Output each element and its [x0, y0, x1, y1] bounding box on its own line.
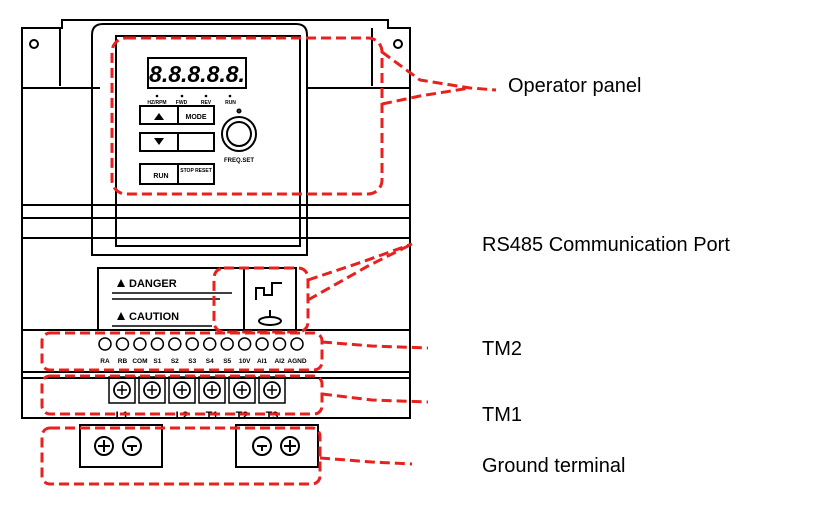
operator-panel-callout-box — [110, 36, 384, 196]
tm1-terminal-housing — [108, 376, 136, 404]
tm2-leader — [321, 340, 429, 350]
tm1-screw-icon[interactable] — [113, 381, 131, 399]
tm1-terminal-label: T1 — [206, 410, 219, 422]
tm2-terminal-label: S3 — [188, 358, 196, 365]
tm2-terminal-screw-icon[interactable] — [168, 337, 182, 351]
tm2-terminal-screw-icon[interactable] — [272, 337, 287, 351]
mode-key-label: MODE — [186, 114, 207, 121]
tm1-label: TM1 — [482, 404, 522, 426]
tm2-terminal-screw-icon[interactable] — [255, 337, 269, 351]
run-key-label: RUN — [153, 173, 168, 180]
ground-terminal-label: Ground terminal — [482, 455, 626, 477]
tm1-terminal-housing — [168, 376, 196, 404]
tm2-terminal-label: S4 — [206, 358, 214, 365]
mount-hole-icon — [393, 39, 403, 49]
tm2-terminal-label: 10V — [239, 358, 251, 365]
ground-callout-box — [40, 426, 322, 486]
rs485-leader — [307, 242, 413, 282]
tm2-terminal-screw-icon[interactable] — [185, 337, 200, 351]
blank-key[interactable] — [177, 132, 215, 152]
up-arrow-icon — [154, 113, 164, 120]
tm1-terminal-label: T2 — [236, 410, 249, 422]
operator-panel — [91, 23, 308, 256]
danger-icon — [117, 279, 125, 287]
tm1-screw-icon[interactable] — [233, 381, 251, 399]
stop-key-label: STOP RESET — [180, 168, 212, 174]
indicator-label: RUN — [225, 100, 236, 106]
tm2-terminal-label: RB — [118, 358, 128, 365]
tm2-terminal-label: AI1 — [257, 358, 268, 365]
tm2-terminal-label: AI2 — [274, 358, 285, 365]
tm1-leader — [321, 392, 429, 404]
mode-key[interactable] — [177, 105, 215, 125]
mount-hole-icon — [29, 39, 39, 49]
tm2-terminal-label: RA — [100, 358, 110, 365]
tm2-terminal-label: AGND — [287, 358, 306, 365]
tm2-terminal-label: S5 — [223, 358, 231, 365]
down-arrow-icon — [154, 138, 164, 145]
tm1-screw-icon[interactable] — [263, 381, 281, 399]
drive-housing — [21, 19, 411, 419]
rs485-label: RS485 Communication Port — [482, 234, 730, 256]
tm2-callout-box — [40, 331, 324, 372]
tm2-terminal-screw-icon[interactable] — [150, 337, 165, 351]
tm2-terminal-screw-icon[interactable] — [202, 337, 217, 351]
rs485-port[interactable] — [243, 267, 297, 331]
ground-leader — [319, 456, 413, 466]
operator-panel-label: Operator panel — [508, 75, 642, 97]
tm1-terminal-housing — [228, 376, 256, 404]
tm1-screw-icon[interactable] — [143, 381, 161, 399]
tm2-terminal-label: COM — [132, 358, 147, 365]
tm2-terminal-screw-icon[interactable] — [115, 337, 130, 351]
tm2-label: TM2 — [482, 338, 522, 360]
operator-panel-leader — [381, 50, 497, 92]
danger-title: DANGER — [129, 278, 177, 290]
ground-brackets — [79, 424, 319, 468]
tm2-terminal-screw-icon[interactable] — [290, 337, 304, 351]
tm1-screw-icon[interactable] — [203, 381, 221, 399]
tm1-terminal-label: L2 — [176, 410, 189, 422]
tm1-screw-icon[interactable] — [173, 381, 191, 399]
tm2-terminal-screw-icon[interactable] — [133, 337, 147, 351]
stop-reset-key[interactable] — [177, 163, 215, 185]
tm2-terminal-label: S1 — [153, 358, 161, 365]
tm2-terminal-label: S2 — [171, 358, 179, 365]
knob-label: FREQ.SET — [224, 158, 254, 164]
indicator-label: HZ/RPM — [147, 100, 166, 106]
indicator-labels: HZ/RPM FWD REV RUN — [147, 100, 236, 106]
indicator-label: REV — [201, 100, 212, 106]
caution-title: CAUTION — [129, 311, 179, 323]
indicator-label: FWD — [176, 100, 188, 106]
tm1-terminal-housing — [258, 376, 286, 404]
tm2-terminal-screw-icon[interactable] — [220, 337, 234, 351]
tm1-terminal-housing — [198, 376, 226, 404]
operator-panel-leader-2 — [381, 86, 471, 106]
freq-knob-icon[interactable] — [221, 116, 257, 152]
caution-icon — [117, 312, 125, 320]
tm1-terminal-label: T3 — [266, 410, 279, 422]
seven-segment-display — [147, 57, 247, 89]
tm2-terminal-screw-icon[interactable] — [237, 337, 252, 351]
tm2-terminal-screw-icon[interactable] — [98, 337, 112, 351]
port-symbol-icon — [255, 282, 282, 300]
tm1-terminal-housing — [138, 376, 166, 404]
display-digits: 8.8.8.8.8. — [149, 61, 245, 87]
rs485-leader-2 — [307, 242, 413, 302]
tm1-terminal-label: L1 — [116, 410, 129, 422]
